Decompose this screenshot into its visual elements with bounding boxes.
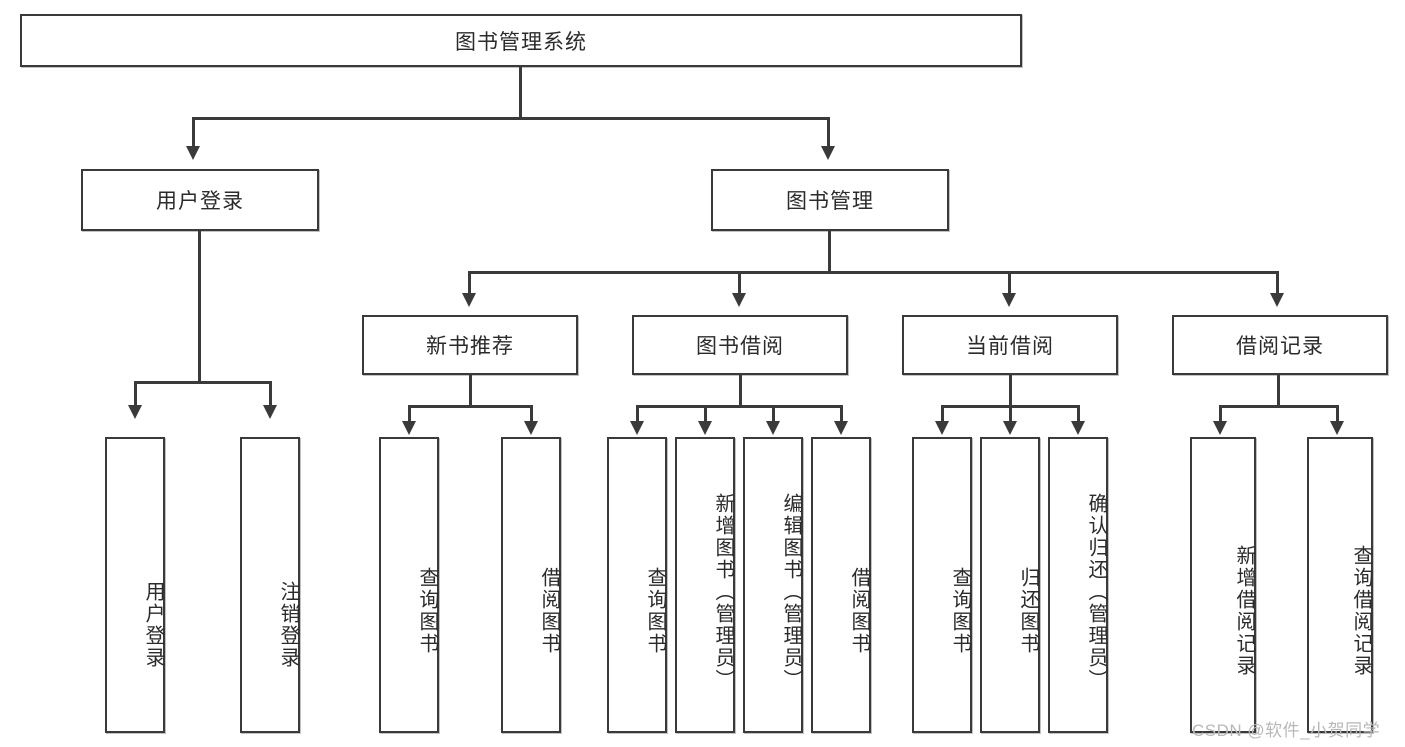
node-book-borrow[interactable]: 图书借阅 [632,315,848,375]
edge-root-stem [519,67,522,119]
arrowhead-br-leaf-2 [1330,421,1344,435]
edge-user-login-drop-2 [269,381,272,407]
node-leaf-query-book-1[interactable]: 查询图书 [379,437,439,733]
node-label: 注销登录 [277,581,299,669]
node-user-login[interactable]: 用户登录 [81,169,319,231]
node-label: 编辑图书（管理员） [780,493,802,691]
edge-cb-drop-3 [1077,405,1080,423]
edge-book-manage-bus [468,271,1279,274]
node-leaf-logout-login[interactable]: 注销登录 [240,437,300,733]
node-label: 查询图书 [949,567,971,655]
node-label: 用户登录 [156,190,244,213]
edge-root-bus [192,117,830,120]
arrowhead-br-leaf-1 [1213,421,1227,435]
edge-to-current-borrow [1008,271,1011,295]
edge-br-bus [1219,405,1339,408]
arrowhead-cb-leaf-2 [1003,421,1017,435]
node-label: 新增借阅记录 [1233,545,1255,677]
node-label: 当前借阅 [966,335,1054,358]
edge-bb-bus [636,405,841,408]
node-label: 图书借阅 [696,335,784,358]
node-book-manage[interactable]: 图书管理 [711,169,949,231]
edge-nbr-bus [408,405,533,408]
arrowhead-current-borrow [1002,293,1016,307]
edge-to-new-book-recommend [468,271,471,295]
edge-to-user-login [192,117,195,148]
arrowhead-cb-leaf-3 [1071,421,1085,435]
arrowhead-leaf-logout-login [263,405,277,419]
node-label: 用户登录 [142,581,164,669]
edge-nbr-drop-2 [530,405,533,423]
edge-br-drop-1 [1219,405,1222,423]
node-leaf-add-record[interactable]: 新增借阅记录 [1190,437,1256,733]
arrowhead-cb-leaf-1 [935,421,949,435]
edge-nbr-drop-1 [408,405,411,423]
node-label: 新增图书（管理员） [712,493,734,691]
node-leaf-borrow-book-2[interactable]: 借阅图书 [811,437,871,733]
arrowhead-leaf-user-login [128,405,142,419]
node-leaf-query-book-3[interactable]: 查询图书 [912,437,972,733]
edge-br-stem [1277,375,1280,407]
edge-nbr-stem [469,375,472,407]
arrowhead-book-manage [821,146,835,160]
edge-user-login-stem [198,231,201,383]
arrowhead-bb-leaf-2 [698,421,712,435]
edge-to-book-borrow [738,271,741,295]
edge-user-login-bus [134,381,271,384]
node-label: 新书推荐 [426,335,514,358]
node-label: 查询图书 [416,567,438,655]
node-label: 查询图书 [644,567,666,655]
edge-bb-drop-2 [704,405,707,423]
edge-cb-drop-1 [941,405,944,423]
arrowhead-bb-leaf-3 [766,421,780,435]
edge-book-manage-stem [828,231,831,273]
node-label: 借阅图书 [848,567,870,655]
node-leaf-add-book[interactable]: 新增图书（管理员） [675,437,735,733]
edge-to-borrow-record [1276,271,1279,295]
edge-bb-drop-4 [840,405,843,423]
node-leaf-confirm-return[interactable]: 确认归还（管理员） [1048,437,1108,733]
edge-bb-drop-1 [636,405,639,423]
node-root-system[interactable]: 图书管理系统 [20,14,1022,67]
node-label: 确认归还（管理员） [1085,493,1107,691]
node-leaf-user-login[interactable]: 用户登录 [105,437,165,733]
node-borrow-record[interactable]: 借阅记录 [1172,315,1388,375]
node-label: 图书管理 [786,190,874,213]
edge-br-drop-2 [1336,405,1339,423]
csdn-watermark: CSDN @软件_小贺同学 [1192,721,1381,740]
node-label: 图书管理系统 [455,30,587,54]
node-leaf-return-book[interactable]: 归还图书 [980,437,1040,733]
node-leaf-borrow-book-1[interactable]: 借阅图书 [501,437,561,733]
node-new-book-recommend[interactable]: 新书推荐 [362,315,578,375]
edge-user-login-drop-1 [134,381,137,407]
arrowhead-book-borrow [732,293,746,307]
node-leaf-query-record[interactable]: 查询借阅记录 [1307,437,1373,733]
node-label: 查询借阅记录 [1350,545,1372,677]
edge-cb-stem [1009,375,1012,407]
arrowhead-new-book-recommend [462,293,476,307]
arrowhead-nbr-leaf-2 [524,421,538,435]
edge-bb-stem [739,375,742,407]
edge-bb-drop-3 [772,405,775,423]
node-leaf-query-book-2[interactable]: 查询图书 [607,437,667,733]
node-leaf-edit-book[interactable]: 编辑图书（管理员） [743,437,803,733]
node-label: 归还图书 [1017,567,1039,655]
arrowhead-bb-leaf-4 [834,421,848,435]
arrowhead-borrow-record [1270,293,1284,307]
edge-cb-drop-2 [1009,405,1012,423]
node-label: 借阅图书 [538,567,560,655]
node-current-borrow[interactable]: 当前借阅 [902,315,1118,375]
edge-to-book-manage [827,117,830,148]
arrowhead-user-login [186,146,200,160]
arrowhead-nbr-leaf-1 [402,421,416,435]
node-label: 借阅记录 [1236,335,1324,358]
arrowhead-bb-leaf-1 [630,421,644,435]
